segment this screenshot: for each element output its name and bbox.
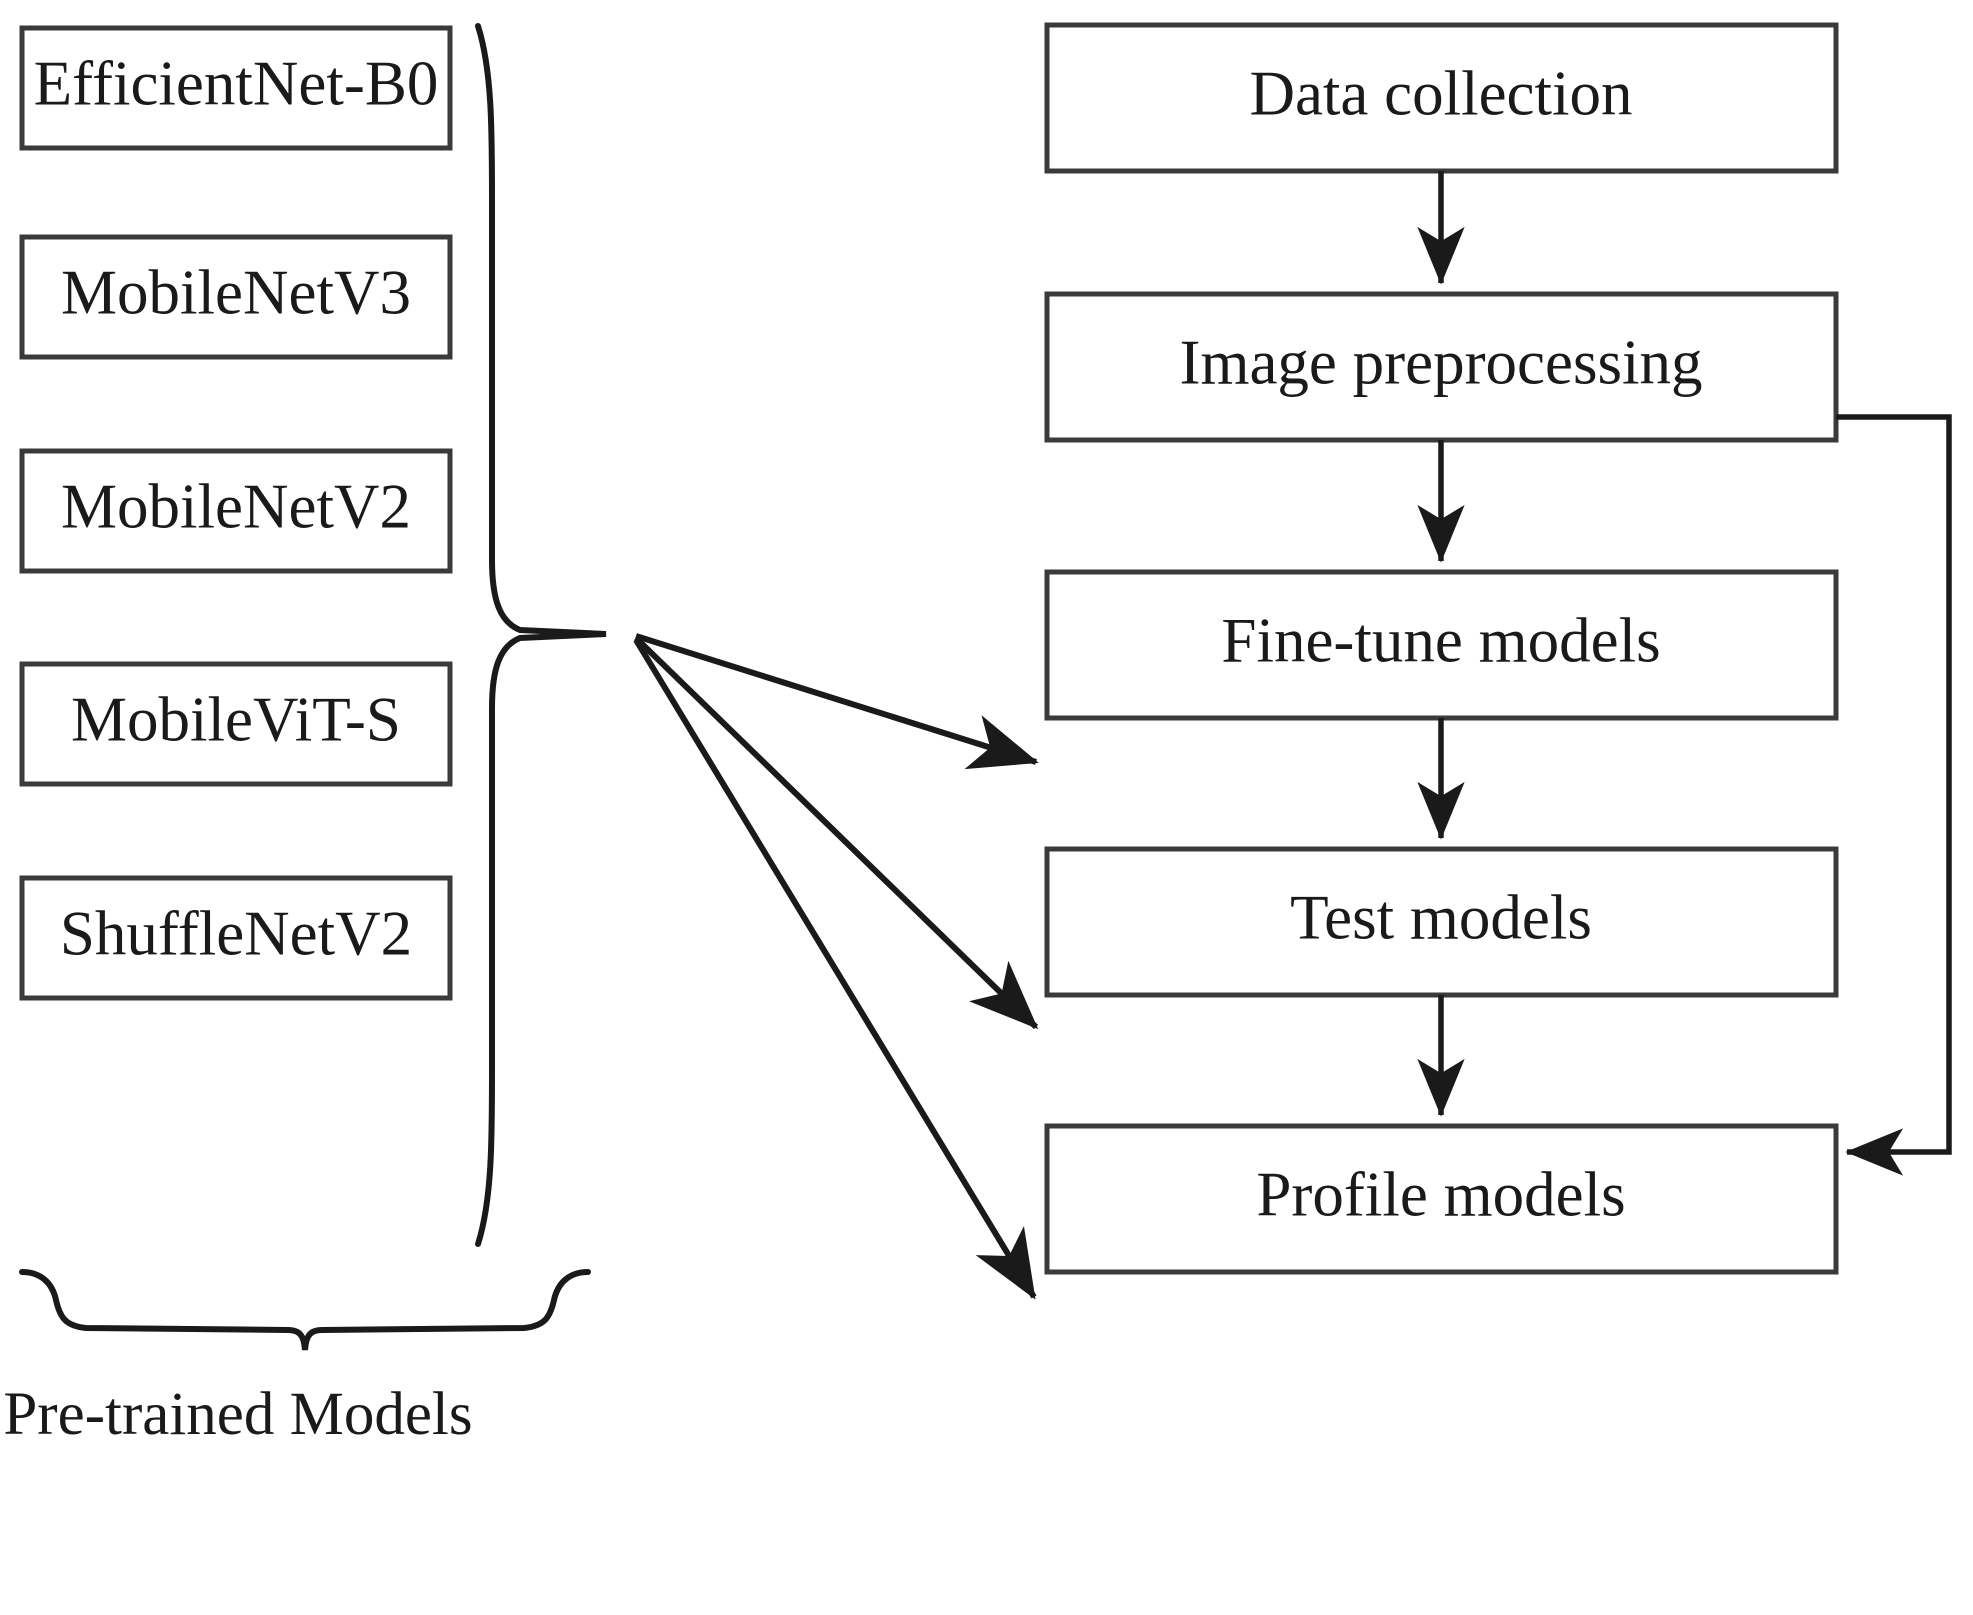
model-box-mobilenetv2[interactable]: MobileNetV2 [19, 448, 453, 574]
model-box-rect [19, 875, 453, 1001]
pipeline-box-test-models[interactable]: Test models [1044, 846, 1839, 998]
pipeline-box-rect [1044, 569, 1839, 721]
connector-models-to-fine-tune-models [635, 633, 1039, 770]
model-box-label: MobileViT-S [71, 684, 401, 754]
model-box-rect [19, 25, 453, 151]
connector-image-preprocessing-bypass-to-test-models [1836, 414, 1952, 1176]
pretrained-model-boxes: EfficientNet-B0 MobileNetV3 MobileNetV2 … [19, 25, 453, 1001]
pipeline-box-rect [1044, 1123, 1839, 1275]
connector-models-to-test-models [633, 635, 1039, 1030]
model-box-rect [19, 661, 453, 787]
pipeline-boxes: Data collection Image preprocessing Fine… [1044, 22, 1839, 1275]
pipeline-box-label: Data collection [1249, 58, 1632, 128]
pretrained-models-caption: Pre-trained Models [3, 1381, 472, 1448]
pipeline-box-label: Image preprocessing [1179, 327, 1702, 397]
model-box-label: MobileNetV3 [61, 257, 411, 327]
model-box-label: MobileNetV2 [61, 471, 411, 541]
model-box-rect [19, 234, 453, 360]
pipeline-box-profile-models[interactable]: Profile models [1044, 1123, 1839, 1275]
model-box-efficientnet-b0[interactable]: EfficientNet-B0 [19, 25, 453, 151]
pipeline-box-data-collection[interactable]: Data collection [1044, 22, 1839, 174]
pipeline-box-image-preprocessing[interactable]: Image preprocessing [1044, 291, 1839, 443]
models-group-brace [475, 23, 607, 1247]
fanout-connectors [633, 633, 1039, 1300]
pipeline-box-rect [1044, 846, 1839, 998]
model-box-mobilevit-s[interactable]: MobileViT-S [19, 661, 453, 787]
model-box-label: EfficientNet-B0 [34, 48, 439, 118]
connector-models-to-profile-models [633, 638, 1037, 1300]
pipeline-box-fine-tune-models[interactable]: Fine-tune models [1044, 569, 1839, 721]
model-box-label: ShuffleNetV2 [60, 898, 412, 968]
pipeline-box-label: Profile models [1256, 1159, 1625, 1229]
pipeline-box-rect [1044, 22, 1839, 174]
model-box-mobilenetv3[interactable]: MobileNetV3 [19, 234, 453, 360]
pipeline-box-rect [1044, 291, 1839, 443]
model-box-rect [19, 448, 453, 574]
pipeline-box-label: Test models [1290, 882, 1592, 952]
pretrained-models-bottom-brace [19, 1269, 591, 1351]
pipeline-box-label: Fine-tune models [1221, 605, 1660, 675]
model-box-shufflenetv2[interactable]: ShuffleNetV2 [19, 875, 453, 1001]
